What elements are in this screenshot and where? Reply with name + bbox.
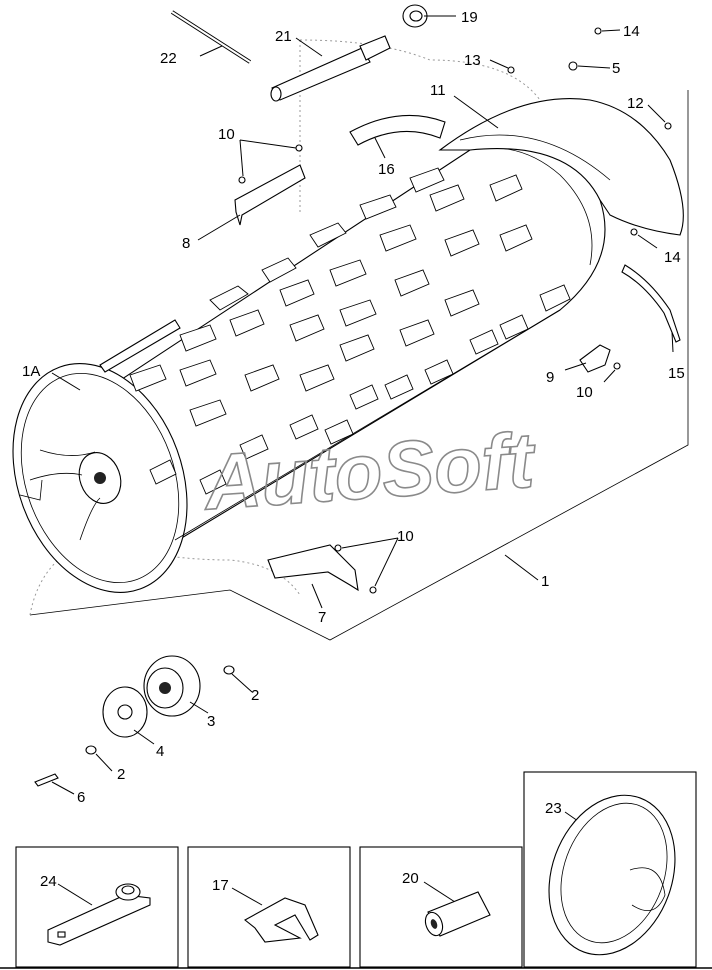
callout-19: 19: [461, 9, 478, 26]
part-7-bracket: [267, 544, 359, 592]
part-8-bracket: [234, 164, 306, 226]
callout-1: 1: [541, 573, 549, 590]
callout-14a: 14: [623, 23, 640, 40]
part-10-bolt-a: [238, 176, 246, 184]
callout-22: 22: [160, 50, 177, 67]
callout-10b: 10: [576, 384, 593, 401]
callout-17: 17: [212, 877, 229, 894]
inset-17: 17: [187, 846, 351, 968]
callout-9: 9: [546, 369, 554, 386]
part-3-hub: [143, 655, 201, 717]
part-2-washer-b: [85, 745, 97, 755]
rear-cone: [438, 98, 684, 236]
callout-20: 20: [402, 870, 419, 887]
inset-23: 23: [523, 771, 697, 968]
callout-6: 6: [77, 789, 85, 806]
part-21-shaft: [270, 35, 391, 102]
part-16-plate: [349, 114, 446, 146]
callout-1a: 1A: [22, 363, 40, 380]
part-14-nut-b: [630, 228, 638, 236]
inset-24: 24: [15, 846, 179, 968]
callout-16: 16: [378, 161, 395, 178]
callout-15: 15: [668, 365, 685, 382]
callout-8: 8: [182, 235, 190, 252]
part-6-bolt: [34, 773, 59, 787]
part-10-bolt-c: [613, 362, 621, 370]
callout-21: 21: [275, 28, 292, 45]
callout-4: 4: [156, 743, 164, 760]
callout-2a: 2: [251, 687, 259, 704]
part-2-washer-a: [223, 665, 235, 675]
callout-labels: 22 21 19 13 14 5 11 12 10 16 8 14 1A 15 …: [22, 9, 685, 806]
part-22-rod: [170, 10, 252, 64]
inset-20: 20: [359, 846, 523, 968]
part-13-bolt: [507, 66, 515, 74]
part-4-flange: [102, 686, 148, 738]
callout-11: 11: [430, 82, 446, 99]
part-19-seal: [402, 4, 428, 28]
callout-14b: 14: [664, 249, 681, 266]
part-10-bolt-e: [369, 586, 377, 594]
part-9-clip: [579, 344, 611, 373]
assembly-outline: [29, 90, 689, 641]
callout-10c: 10: [397, 528, 414, 545]
part-15-strip: [621, 264, 681, 343]
rasp-bar: [99, 319, 181, 373]
rotor-drum: [12, 98, 684, 593]
callout-3: 3: [207, 713, 215, 730]
part-10-bolt-b: [295, 144, 303, 152]
callout-10a: 10: [218, 126, 235, 143]
part-5-washer: [568, 61, 578, 71]
part-12-bolt: [664, 122, 672, 130]
callout-7: 7: [318, 609, 326, 626]
callout-12: 12: [627, 95, 644, 112]
callout-24: 24: [40, 873, 57, 890]
callout-13: 13: [464, 52, 481, 69]
rotor-paddles: [129, 167, 571, 495]
part-14-nut-a: [594, 27, 602, 35]
callout-2b: 2: [117, 766, 125, 783]
part-10-bolt-d: [334, 544, 342, 552]
leader-lines: [51, 15, 674, 795]
callout-23: 23: [545, 800, 562, 817]
callout-5: 5: [612, 60, 620, 77]
